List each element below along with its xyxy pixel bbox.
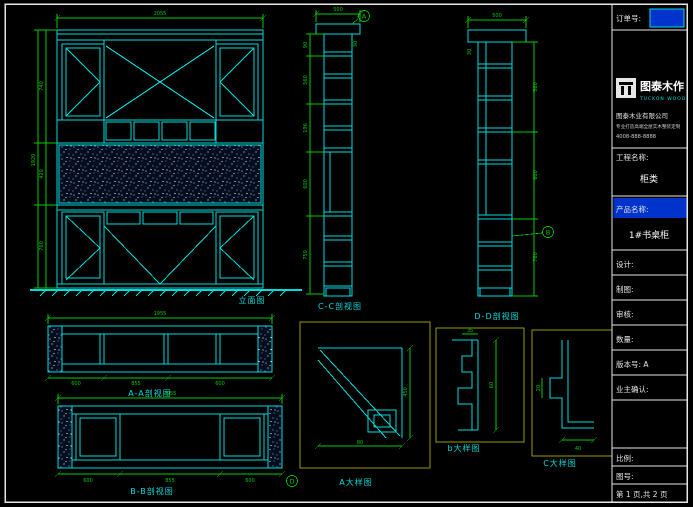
- dim-dd-top: 500: [492, 13, 502, 19]
- project-value: 柜类: [640, 173, 658, 185]
- section-aa-dimensions: [44, 314, 276, 382]
- section-bb-dimensions: [54, 394, 286, 478]
- company-phone: 4008-888-8888: [616, 134, 656, 140]
- dim-aa-1: 600: [71, 381, 81, 387]
- view-label-bb: B-B剖视图: [130, 486, 174, 496]
- section-cc-view: [315, 23, 361, 297]
- dim-bb-1: 600: [83, 478, 93, 484]
- dim-dd-3: 760: [533, 252, 539, 262]
- section-aa-view: [47, 325, 273, 373]
- dim-aa-top: 1955: [154, 311, 167, 317]
- project-label: 工程名称:: [616, 152, 649, 162]
- dim-dd-2: 600: [533, 170, 539, 180]
- dim-da-1: 450: [403, 387, 409, 397]
- marker-b-circle: [542, 226, 554, 238]
- dim-dc-1: 40: [575, 446, 581, 452]
- company-name: 图泰木业有限公司: [616, 111, 668, 120]
- dim-aa-2: 855: [131, 381, 141, 387]
- title-block: 订单号: 图泰木作 TUCKON WOOD 图泰木业有限公司 专业打造高端全屋实…: [611, 4, 687, 502]
- dim-bb-2: 855: [165, 478, 175, 484]
- marker-a-label: A: [362, 13, 367, 21]
- order-number-field[interactable]: [649, 8, 685, 28]
- dim-dc-2: 20: [536, 385, 542, 391]
- figure-number-label: 图号:: [616, 472, 634, 481]
- dim-db-2: 35: [467, 328, 473, 334]
- dim-dd-1: 560: [533, 82, 539, 92]
- product-value: 1#书桌柜: [629, 229, 669, 241]
- section-dd-view: [467, 29, 527, 297]
- elevation-dimensions: [34, 14, 267, 289]
- version-label: 版本号: A: [616, 359, 649, 369]
- product-label-highlight: [613, 198, 687, 218]
- elevation-view: [30, 29, 302, 297]
- marker-d-circle: [286, 475, 298, 487]
- view-label-aa: A-A剖视图: [128, 388, 171, 398]
- sheet-border: [4, 3, 688, 503]
- company-slogan: 专业打造高端全屋实木整装定制: [616, 123, 681, 130]
- view-label-dd: D-D剖视图: [474, 311, 519, 321]
- dim-elev-width: 2055: [154, 11, 167, 17]
- dim-bb-top: 2055: [164, 391, 177, 397]
- dim-da-2: 80: [357, 440, 363, 446]
- dim-bb-3: 600: [245, 478, 255, 484]
- dim-cc-5: 750: [303, 250, 309, 260]
- dim-db-1: 60: [489, 382, 495, 388]
- order-label: 订单号:: [616, 13, 641, 23]
- dim-cc-3: 196: [303, 123, 309, 133]
- view-label-detail-b: b大样图: [447, 443, 480, 453]
- dim-cc-top: 500: [333, 7, 343, 13]
- quantity-label: 数量:: [616, 334, 634, 344]
- dim-cc-r1: 30: [353, 41, 359, 47]
- marker-b-label: B: [546, 229, 550, 237]
- marker-a-circle: [358, 10, 370, 22]
- page-indicator: 第 1 页,共 2 页: [616, 489, 668, 499]
- logo-name-en: TUCKON WOOD: [639, 96, 686, 102]
- dim-dd-l1: 30: [467, 49, 473, 55]
- dim-elev-h3: 760: [39, 241, 45, 251]
- view-label-detail-c: C大样图: [543, 458, 577, 468]
- dim-elev-h1: 740: [39, 81, 45, 91]
- dim-cc-1: 90: [303, 42, 309, 48]
- logo-name-cn: 图泰木作: [640, 79, 684, 93]
- draft-label: 制图:: [616, 284, 634, 294]
- view-label-elevation: 立面图: [239, 295, 266, 305]
- dim-aa-3: 600: [215, 381, 225, 387]
- detail-b-view: [435, 327, 525, 443]
- view-label-cc: C-C剖视图: [318, 301, 362, 311]
- dim-cc-2: 560: [303, 75, 309, 85]
- dim-elev-h2: 420: [39, 169, 45, 179]
- owner-confirm-label: 业主确认:: [616, 384, 649, 394]
- product-label: 产品名称:: [616, 204, 649, 214]
- audit-label: 审核:: [616, 309, 634, 319]
- section-bb-view: [57, 405, 283, 469]
- detail-a-view: [299, 321, 431, 469]
- dim-cc-4: 600: [303, 179, 309, 189]
- tuckon-logo-icon: [616, 78, 636, 98]
- detail-c-view: [531, 329, 613, 457]
- marker-d-label: D: [289, 478, 294, 486]
- dim-elev-total: 1920: [31, 154, 37, 167]
- section-dd-dimensions: [464, 16, 543, 297]
- view-label-detail-a: A大样图: [339, 477, 372, 487]
- scale-label: 比例:: [616, 453, 634, 463]
- design-label: 设计:: [616, 259, 634, 269]
